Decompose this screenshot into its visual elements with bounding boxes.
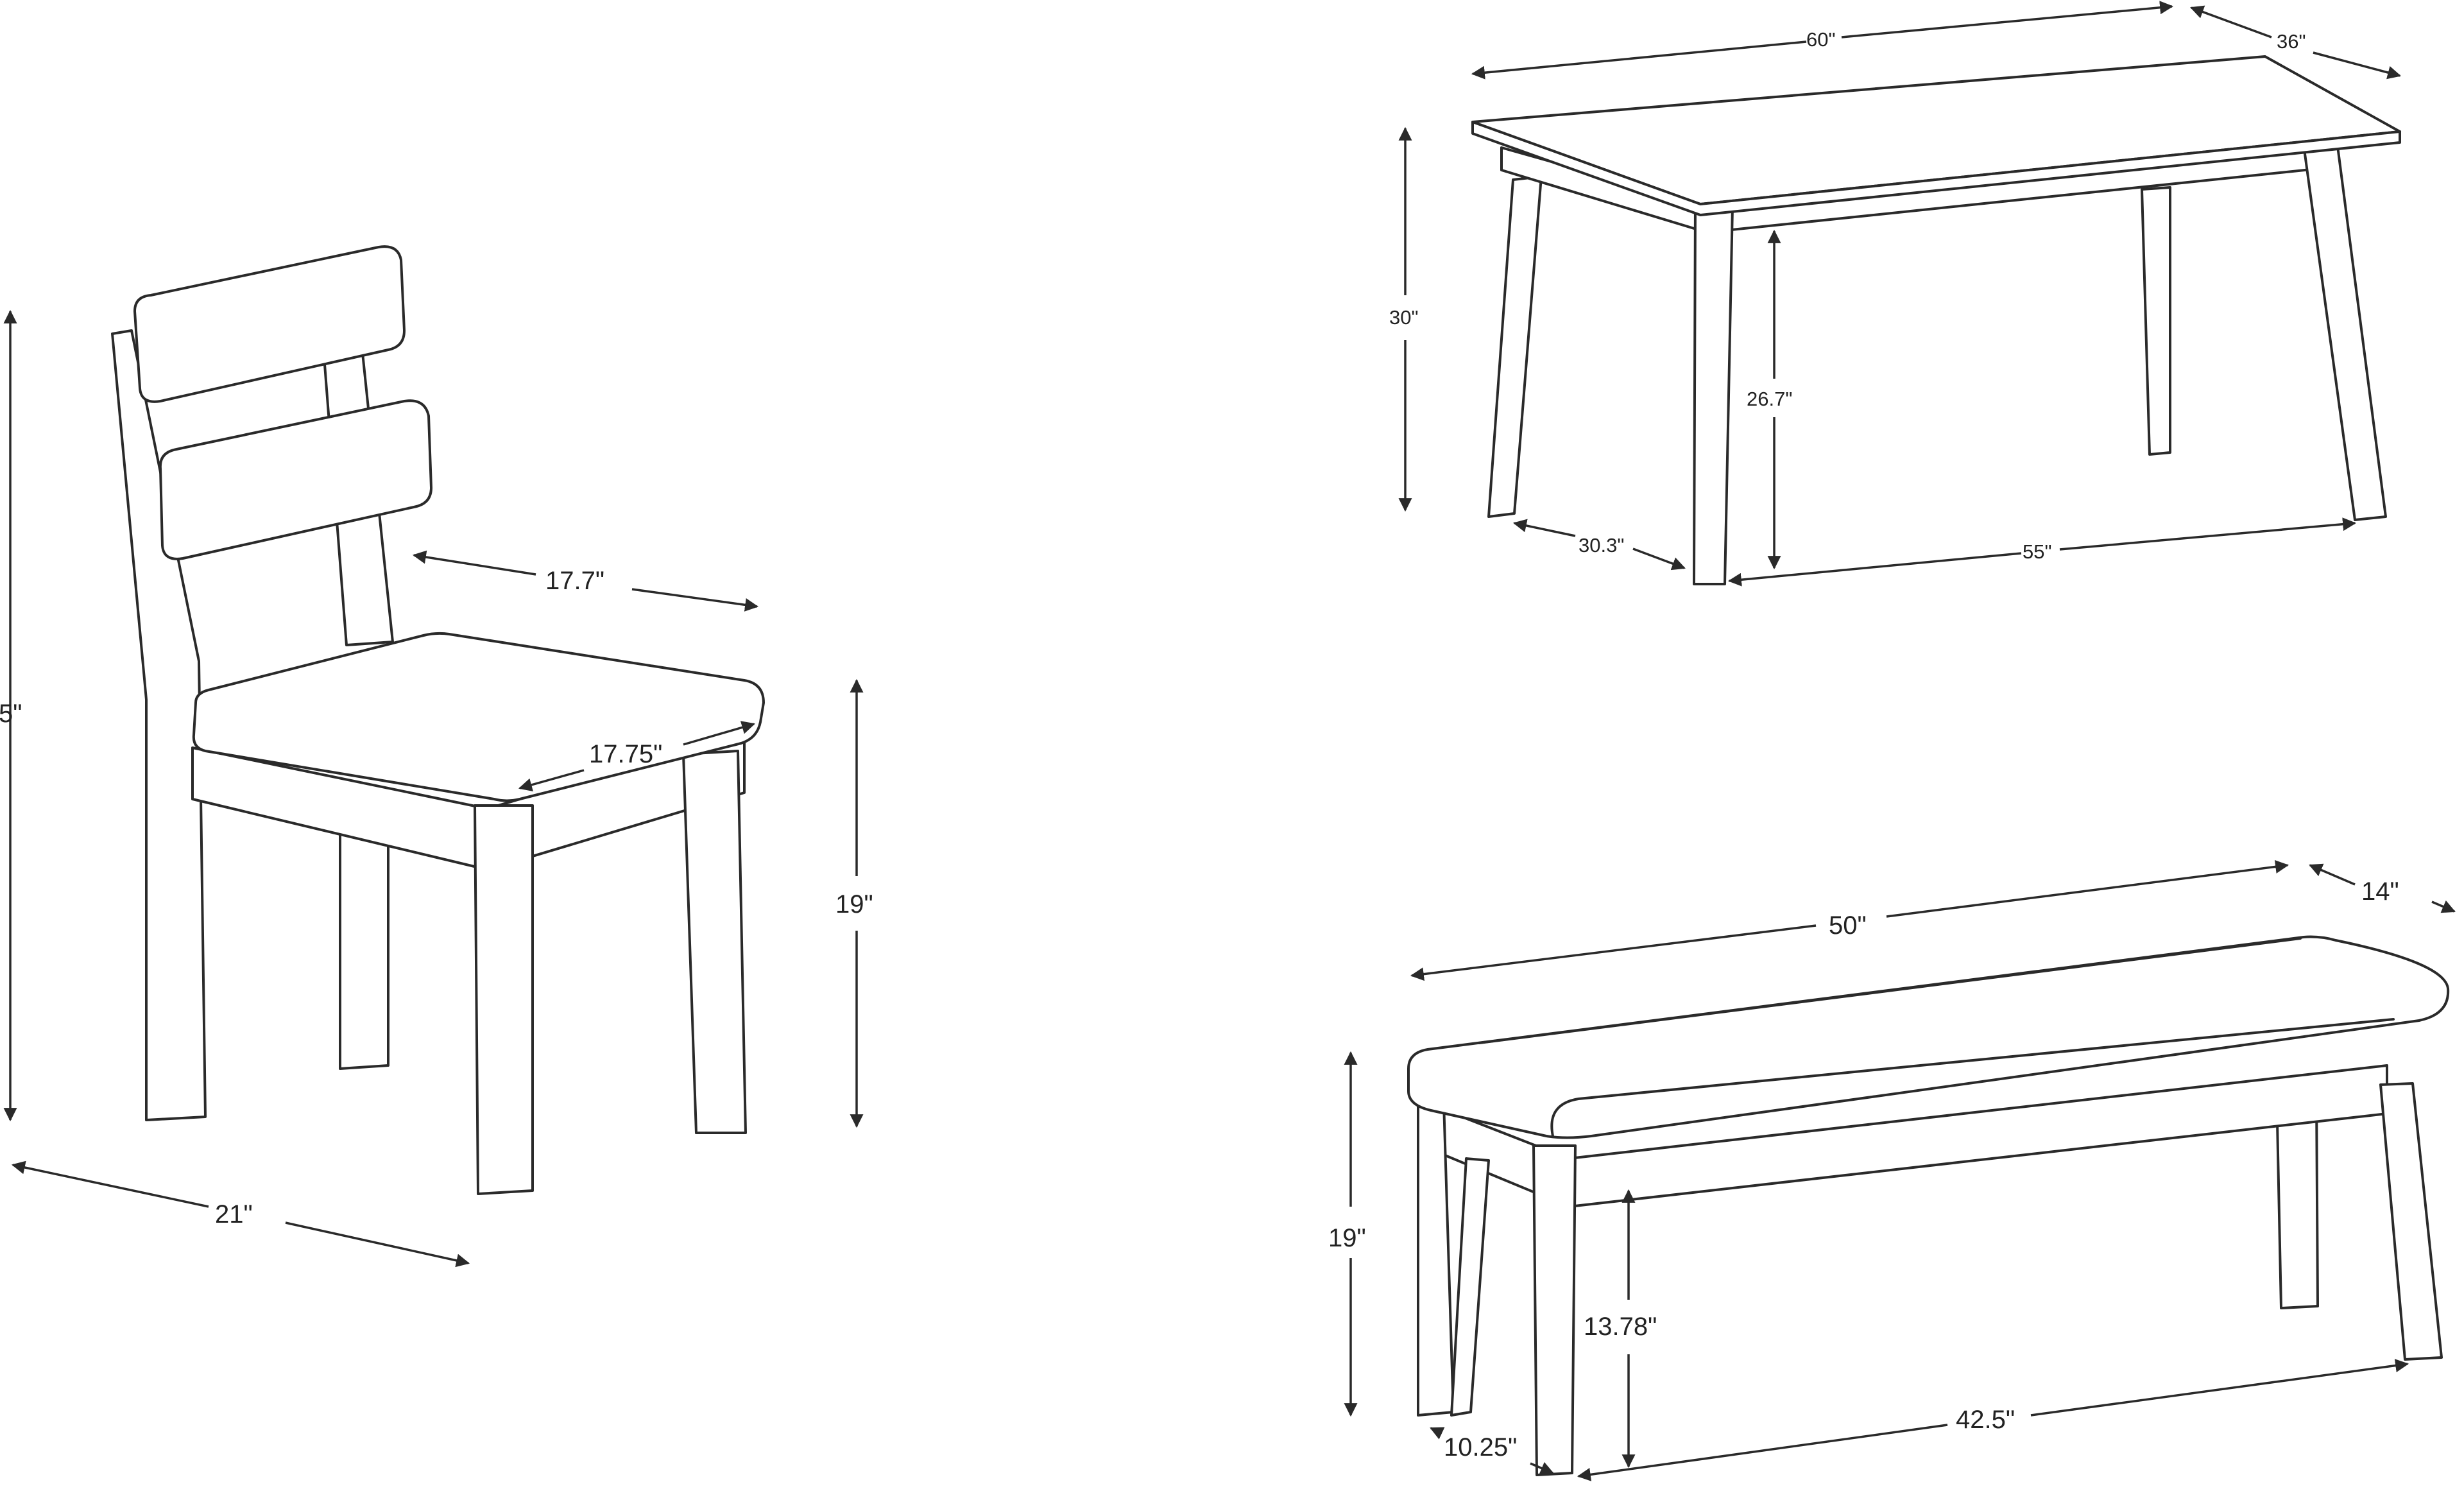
table-short-span-dim-line-2 [1632,547,1686,571]
chair-seat-width-label: 17.75" [589,740,662,768]
bench-length-dim-line [1410,924,1817,981]
bench-depth-label: 14" [2361,877,2399,906]
table-back-leg-left [1487,175,1543,518]
chair-seat-width-dim-line [518,769,585,792]
chair-back-width-dim-line-2 [631,588,759,612]
table-height-label: 30" [1389,306,1419,329]
chair-dimensions: 5" 21" 17.7" 17.75" 19" [0,309,873,1268]
table-front-leg-right [2302,140,2387,521]
table-long-span-label: 55" [2023,540,2052,563]
bench-depth-dim-line-2 [2431,900,2456,913]
chair-height-label: 5" [0,700,22,728]
bench-long-span-label: 42.5" [1956,1406,2015,1434]
bench-leg-front-left [1532,1144,1577,1476]
chair-middle-rail [158,399,432,560]
chair-seat-height-label: 19" [835,890,873,918]
chair-back-post-left [111,329,207,1121]
table-back-leg-right [2141,186,2171,456]
chair-back-width-dim-line [412,550,536,576]
chair-seat-width-dim-line-2 [683,721,756,746]
table-width-dim-line [2190,5,2272,39]
chair-depth-dim-line-2 [285,1221,470,1268]
chair-depth-dim-line [11,1160,209,1208]
table-clearance-label: 26.7" [1747,388,1792,410]
chair-top-rail [133,245,406,403]
chair-depth-label: 21" [215,1200,253,1228]
table-dimensions: 60" 36" 30" 26.7" 30.3" 55" [1389,1,2402,587]
table-width-label: 36" [2277,30,2306,53]
chair-back-width-label: 17.7" [545,567,604,595]
bench-long-span-dim-line-2 [2030,1359,2409,1417]
table-long-span-dim-line-2 [2059,517,2357,551]
bench-short-span-dim-line-2 [1530,1461,1554,1475]
bench-dimensions: 50" 14" 19" 13.78" 10.25" 42.5" [1328,859,2456,1481]
table-short-span-label: 30.3" [1579,534,1624,556]
bench-depth-dim-line [2309,863,2356,886]
bench-long-span-dim-line [1577,1424,1948,1481]
table-drawing [1471,55,2401,585]
bench-seat-panel [1478,937,2395,1137]
table-length-dim-line [1471,40,1807,80]
bench-leg-left-front [1450,1157,1490,1417]
bench-short-span-dim-line [1430,1427,1445,1440]
bench-leg-front-right [2379,1082,2443,1361]
chair-front-leg-left [474,804,534,1195]
table-front-leg-left [1693,203,1734,585]
table-width-dim-line-2 [2313,51,2402,80]
bench-clearance-label: 13.78" [1584,1313,1657,1341]
bench-height-label: 19" [1328,1224,1366,1252]
bench-length-label: 50" [1829,911,1867,940]
table-short-span-dim-line [1512,519,1576,537]
bench-length-dim-line-2 [1886,859,2289,918]
chair-seat-cushion [192,632,765,802]
table-long-span-dim-line [1727,552,2022,587]
chair-drawing [111,245,765,1195]
table-length-label: 60" [1806,28,1836,51]
table-length-dim-line-2 [1841,1,2174,39]
bench-drawing [1407,935,2450,1476]
bench-short-span-label: 10.25" [1444,1433,1517,1461]
bench-seat-cushion [1407,935,2450,1139]
table-top-edge [1471,121,2401,216]
chair-front-leg-right [682,750,747,1134]
